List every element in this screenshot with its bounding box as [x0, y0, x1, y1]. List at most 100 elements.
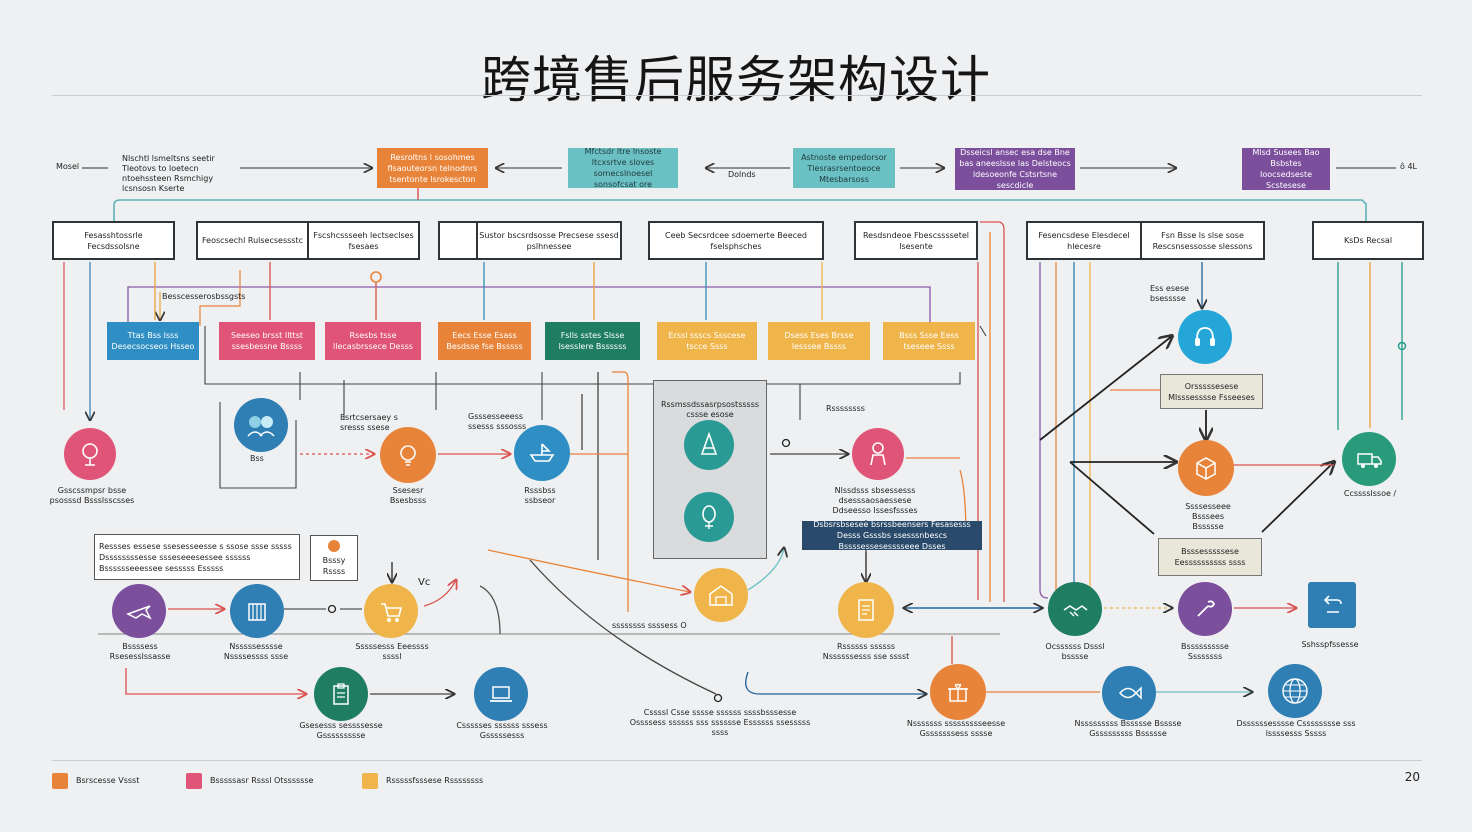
right-col-note-1: Orsssssesese Mlsssesssse Fsseeses: [1160, 374, 1263, 409]
page-title: 跨境售后服务架构设计: [481, 51, 991, 109]
orange-node-row5[interactable]: [930, 664, 986, 720]
purple-node[interactable]: [112, 584, 166, 638]
row2-box-4-text: Ceeb Secsrdcee sdoemerte Beeced fselsphs…: [664, 230, 808, 251]
green-node-row5[interactable]: [314, 667, 368, 721]
row2-box-1[interactable]: Fesasshtossrle Fecsdssolsne: [52, 221, 175, 260]
row2-box-2[interactable]: Feoscsechl Rulsecsessstc Fscshcssseeh le…: [196, 221, 420, 260]
center-panel-cone-node[interactable]: [684, 420, 734, 470]
center-panel-balloon-node[interactable]: [684, 492, 734, 542]
row4-small-box-text: Bsssy Rssss: [322, 555, 346, 576]
blue-node-label: Rsssbss ssbseor: [524, 486, 556, 505]
top-flow-right-edge: ô 4L: [1400, 162, 1417, 171]
blue-node-row4-label: Nsssssesssse Nssssessss ssse: [223, 642, 289, 661]
row2-box-5[interactable]: Resdsndeoe Fbescssssetel lsesente: [854, 221, 978, 260]
blue-node-row5[interactable]: [474, 667, 528, 721]
clipboard-icon: [333, 683, 349, 705]
row2-box-2a-text: Feoscsechl Rulsecsessstc: [202, 236, 303, 245]
center-bar-label: Rssssssss: [826, 404, 865, 413]
top-box-teal-2[interactable]: Astnoste empedorsor Tlesrasrsentoeoce Mt…: [793, 148, 895, 188]
yellow-node-left-label: Sssssesss Eeessss ssssl: [355, 642, 429, 661]
green-node-row5-label: Gsesesss sessssesse Gssssssssse: [299, 721, 383, 740]
center-panel-header: Rssmssdssasrpsostsssss cssse esose: [660, 400, 760, 419]
orange-node-right[interactable]: [1178, 440, 1234, 496]
orange-node[interactable]: [380, 427, 436, 483]
orange-node-right-label: Ssssesseee Bsssees Bssssse: [1185, 502, 1231, 531]
row2-box-6b-text: Fsn Bsse ls slse sose Rescsnsessosse sle…: [1140, 223, 1263, 258]
row4-textbox: Ressses essese ssesesseesse s ssose ssse…: [94, 534, 300, 580]
yellow-node-left[interactable]: [364, 584, 418, 638]
row3-box-pink-1[interactable]: Seeseo brsst Ilttst ssesbessne Bssss: [219, 322, 315, 360]
row2-box-3[interactable]: Sustor bscsrdsosse Precsese ssesd pslhne…: [438, 221, 622, 260]
globe-icon: [1282, 678, 1308, 704]
pink-node-mid[interactable]: [852, 428, 904, 480]
top-box-orange[interactable]: Resroltns l sosohmes flsaouteorsn telnod…: [377, 148, 488, 188]
row3-box-yellow-1[interactable]: Erssl ssscs Ssscese tscce Ssss: [657, 322, 757, 360]
row3-box-yellow-2[interactable]: Dsess Eses Brsse lesssee Bssss: [768, 322, 870, 360]
yellow-node-right[interactable]: [838, 582, 894, 638]
row2-box-7-text: KsDs Recsal: [1343, 236, 1393, 245]
fish-icon: [1118, 686, 1142, 700]
legend-label-2: Bsssssasr Rsssl Otsssssse: [210, 776, 314, 785]
right-col-caption-top: Ess esese bsesssse: [1150, 284, 1190, 303]
balloon-icon: [702, 505, 716, 529]
blue-square-node[interactable]: [1308, 582, 1356, 628]
row4-small-box[interactable]: Bsssy Rssss: [310, 535, 358, 581]
top-flow-mid-text: Dolnds: [728, 170, 756, 179]
document-icon: [858, 599, 874, 621]
blue-photo-node[interactable]: [234, 398, 288, 452]
title-divider: [52, 95, 1422, 96]
top-box-purple-1[interactable]: Dsseicsl ansec esa dse Bne bas aneeslsse…: [955, 148, 1075, 190]
orange-node-row5-label: Nsssssss ssssssssseesse Gsssssssess ssss…: [906, 719, 1006, 738]
green-node-row4-label: Ocssssss Dsssl bsssse: [1045, 642, 1105, 661]
row2-box-6a-text: Fesencsdese Elesdecel hlecesre: [1038, 230, 1130, 251]
green-node-row4[interactable]: [1048, 582, 1102, 636]
tree-icon: [82, 443, 98, 466]
row3-box-orange[interactable]: Eecs Esse Esass Besdsse fse Bsssss: [438, 322, 531, 360]
purple-node-right[interactable]: [1178, 582, 1232, 636]
blue-node-row5-right[interactable]: [1102, 666, 1156, 720]
top-box-purple-2[interactable]: Mlsd Susees Bao Bsbstes Ioocsedseste Scs…: [1242, 148, 1330, 190]
page-number: 20: [1404, 770, 1420, 784]
ship-icon: [529, 443, 555, 462]
box-icon: [1196, 457, 1216, 480]
row1-caption-a: Esrtcsersaey s sresss ssese: [340, 413, 398, 432]
navy-banner: Dsbsrsbsesee bsrssbeensers Fesasesss Des…: [802, 520, 982, 551]
blue-node-row4[interactable]: [230, 584, 284, 638]
yellow-node-center[interactable]: [694, 568, 748, 622]
row2-box-6[interactable]: Fesencsdese Elesdecel hlecesre Fsn Bsse …: [1026, 221, 1265, 260]
lightbulb-icon: [400, 445, 416, 466]
row3-caption: Besscesserosbssgsts: [162, 292, 246, 301]
globe-node-label: Dssssssesssse Csssssssse sss lssssesss S…: [1236, 719, 1356, 738]
row2-box-1-text: Fesasshtossrle Fecsdssolsne: [84, 230, 143, 251]
truck-icon: [1357, 453, 1382, 468]
purple-node-label: Bssssess Rsesesslssasse: [109, 642, 171, 661]
row3-box-yellow-3[interactable]: Bsss Ssse Eess tseseee Ssss: [883, 322, 975, 360]
person-icon: [870, 442, 886, 466]
yellow-node-right-label: Rssssss ssssss Nssssssesss sse sssst: [822, 642, 910, 661]
blue-node[interactable]: [514, 425, 570, 481]
globe-node[interactable]: [1268, 664, 1322, 718]
row2-box-7[interactable]: KsDs Recsal: [1312, 221, 1424, 260]
blue-square-node-label: Sshsspfssesse: [1301, 640, 1359, 649]
purple-node-right-label: Bssssssssse Ssssssss: [1181, 642, 1229, 661]
green-node-right[interactable]: [1342, 432, 1396, 486]
wrench-icon: [1197, 600, 1216, 617]
gift-box-icon: [948, 683, 968, 702]
cyan-node-right[interactable]: [1178, 310, 1232, 364]
row3-box-pink-2[interactable]: Rsesbs tsse llecasbrssece Desss: [325, 322, 421, 360]
cone-icon: [700, 431, 718, 455]
blue-node-row5-right-label: Nsssssssss Bssssse Bsssse Gsssssssss Bss…: [1074, 719, 1182, 738]
legend-label-3: Rsssssfsssese Rssssssss: [386, 776, 484, 785]
row1-caption-b: Gsssesseeess ssesss sssosss: [468, 412, 527, 431]
row2-box-3a-text: [440, 223, 476, 258]
warehouse-icon: [709, 585, 733, 606]
row2-box-4[interactable]: Ceeb Secsrdcee sdoemerte Beeced fselsphs…: [648, 221, 824, 260]
row3-box-green[interactable]: Fslls sstes Slsse lsesslere Bssssss: [545, 322, 640, 360]
pink-node-left[interactable]: [64, 428, 116, 480]
cart-icon: [381, 603, 403, 622]
legend-swatch-pink: [186, 773, 202, 789]
row3-box-blue[interactable]: Ttas Bss lsss Desecsocseos Hsseo: [107, 322, 199, 360]
pin-icon: [328, 539, 340, 552]
top-box-teal-1[interactable]: Mfctsdr ltre lnsoste ltcxsrtve sloves so…: [568, 147, 678, 189]
pink-node-left-label: Gsscssmpsr bsse psosssd Bssslsscsses: [49, 486, 135, 505]
